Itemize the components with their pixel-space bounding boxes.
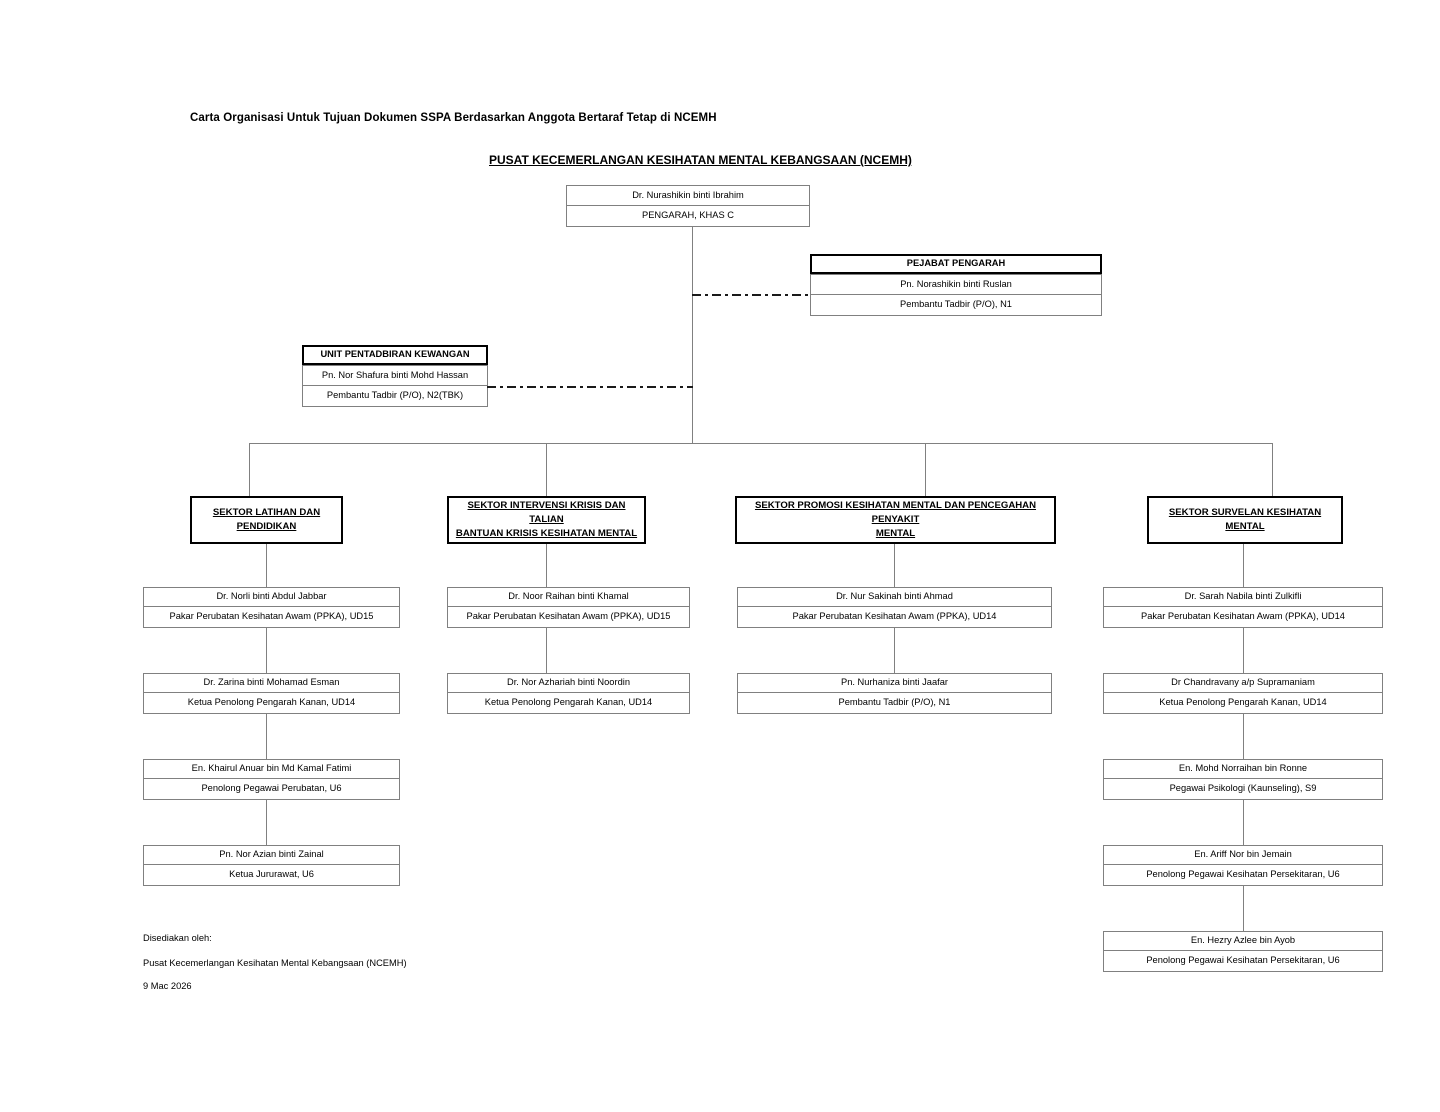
sector-title-line: PENDIDIKAN	[236, 521, 297, 532]
node-staff: Dr. Nor Azhariah binti Noordin Ketua Pen…	[447, 673, 690, 714]
connector-staff2-staff3	[1243, 714, 1244, 760]
connector-staff3-staff4	[266, 800, 267, 846]
connector-staff1-staff2	[546, 628, 547, 674]
director-name: Dr. Nurashikin binti Ibrahim	[566, 185, 810, 206]
staff-name: Pn. Nurhaniza binti Jaafar	[737, 673, 1052, 693]
node-staff: Pn. Nurhaniza binti Jaafar Pembantu Tadb…	[737, 673, 1052, 714]
sector-title-line: MENTAL	[875, 527, 916, 539]
staff-position: Pakar Perubatan Kesihatan Awam (PPKA), U…	[143, 607, 400, 628]
footer-organisation: Pusat Kecemerlangan Kesihatan Mental Keb…	[143, 958, 407, 968]
node-staff: Dr. Sarah Nabila binti Zulkifli Pakar Pe…	[1103, 587, 1383, 628]
director-office-header: PEJABAT PENGARAH	[810, 254, 1102, 274]
staff-position: Pakar Perubatan Kesihatan Awam (PPKA), U…	[737, 607, 1052, 628]
staff-name: En. Mohd Norraihan bin Ronne	[1103, 759, 1383, 779]
sector-title-line: SEKTOR LATIHAN DAN	[212, 507, 321, 519]
staff-position: Ketua Penolong Pengarah Kanan, UD14	[143, 693, 400, 714]
connector-sector1-to-staff1	[266, 544, 267, 588]
footer-prepared-label: Disediakan oleh:	[143, 933, 212, 943]
node-staff: En. Hezry Azlee bin Ayob Penolong Pegawa…	[1103, 931, 1383, 972]
staff-position: Pakar Perubatan Kesihatan Awam (PPKA), U…	[1103, 607, 1383, 628]
connector-sector4-to-staff1	[1243, 544, 1244, 588]
sector-title-line: SEKTOR SURVELAN KESIHATAN MENTAL	[1168, 507, 1322, 532]
connector-staff4-staff5	[1243, 886, 1244, 932]
node-staff: Dr. Norli binti Abdul Jabbar Pakar Perub…	[143, 587, 400, 628]
connector-drop-sector-1	[249, 443, 250, 496]
staff-position: Pembantu Tadbir (P/O), N1	[737, 693, 1052, 714]
page-title: Carta Organisasi Untuk Tujuan Dokumen SS…	[190, 112, 717, 124]
sector-title-line: BANTUAN KRISIS KESIHATAN MENTAL	[455, 527, 638, 539]
connector-staff3-staff4	[1243, 800, 1244, 846]
sector-header-intervensi-krisis[interactable]: SEKTOR INTERVENSI KRISIS DAN TALIAN BANT…	[447, 496, 646, 544]
node-finance-unit: UNIT PENTADBIRAN KEWANGAN Pn. Nor Shafur…	[302, 345, 488, 407]
connector-finance-unit-dashdot	[487, 386, 693, 388]
connector-director-trunk	[692, 227, 693, 444]
node-staff: Dr. Nur Sakinah binti Ahmad Pakar Peruba…	[737, 587, 1052, 628]
staff-name: Dr. Nur Sakinah binti Ahmad	[737, 587, 1052, 607]
footer-date: 9 Mac 2026	[143, 981, 192, 991]
node-staff: Pn. Nor Azian binti Zainal Ketua Jururaw…	[143, 845, 400, 886]
sector-header-promosi-pencegahan[interactable]: SEKTOR PROMOSI KESIHATAN MENTAL DAN PENC…	[735, 496, 1056, 544]
staff-position: Ketua Penolong Pengarah Kanan, UD14	[447, 693, 690, 714]
node-director: Dr. Nurashikin binti Ibrahim PENGARAH, K…	[566, 185, 810, 227]
staff-name: En. Khairul Anuar bin Md Kamal Fatimi	[143, 759, 400, 779]
staff-position: Ketua Jururawat, U6	[143, 865, 400, 886]
staff-name: Dr. Nor Azhariah binti Noordin	[447, 673, 690, 693]
director-office-position: Pembantu Tadbir (P/O), N1	[810, 295, 1102, 316]
node-staff: En. Ariff Nor bin Jemain Penolong Pegawa…	[1103, 845, 1383, 886]
connector-staff2-staff3	[266, 714, 267, 760]
connector-sector3-to-staff1	[894, 544, 895, 588]
sector-title-line: SEKTOR INTERVENSI KRISIS DAN TALIAN	[467, 500, 626, 526]
staff-position: Ketua Penolong Pengarah Kanan, UD14	[1103, 693, 1383, 714]
staff-position: Penolong Pegawai Perubatan, U6	[143, 779, 400, 800]
staff-name: Dr. Noor Raihan binti Khamal	[447, 587, 690, 607]
node-staff: Dr Chandravany a/p Supramaniam Ketua Pen…	[1103, 673, 1383, 714]
node-staff: Dr. Noor Raihan binti Khamal Pakar Perub…	[447, 587, 690, 628]
staff-position: Pakar Perubatan Kesihatan Awam (PPKA), U…	[447, 607, 690, 628]
staff-name: Dr Chandravany a/p Supramaniam	[1103, 673, 1383, 693]
organisation-title: PUSAT KECEMERLANGAN KESIHATAN MENTAL KEB…	[489, 153, 912, 167]
sector-header-survelan[interactable]: SEKTOR SURVELAN KESIHATAN MENTAL	[1147, 496, 1343, 544]
staff-position: Penolong Pegawai Kesihatan Persekitaran,…	[1103, 865, 1383, 886]
staff-name: Dr. Sarah Nabila binti Zulkifli	[1103, 587, 1383, 607]
connector-distribution-bar	[249, 443, 1273, 444]
connector-director-office-dashdot	[692, 294, 811, 296]
sector-header-latihan-pendidikan[interactable]: SEKTOR LATIHAN DAN PENDIDIKAN	[190, 496, 343, 544]
connector-staff1-staff2	[894, 628, 895, 674]
connector-drop-sector-4	[1272, 443, 1273, 496]
director-office-name: Pn. Norashikin binti Ruslan	[810, 274, 1102, 295]
finance-unit-name: Pn. Nor Shafura binti Mohd Hassan	[302, 365, 488, 386]
node-staff: En. Mohd Norraihan bin Ronne Pegawai Psi…	[1103, 759, 1383, 800]
connector-sector2-to-staff1	[546, 544, 547, 588]
node-staff: Dr. Zarina binti Mohamad Esman Ketua Pen…	[143, 673, 400, 714]
node-director-office: PEJABAT PENGARAH Pn. Norashikin binti Ru…	[810, 254, 1102, 316]
connector-drop-sector-3	[925, 443, 926, 496]
connector-staff1-staff2	[1243, 628, 1244, 674]
node-staff: En. Khairul Anuar bin Md Kamal Fatimi Pe…	[143, 759, 400, 800]
staff-name: En. Ariff Nor bin Jemain	[1103, 845, 1383, 865]
staff-name: Pn. Nor Azian binti Zainal	[143, 845, 400, 865]
connector-staff1-staff2	[266, 628, 267, 674]
finance-unit-position: Pembantu Tadbir (P/O), N2(TBK)	[302, 386, 488, 407]
staff-name: Dr. Norli binti Abdul Jabbar	[143, 587, 400, 607]
sector-title-line: SEKTOR PROMOSI KESIHATAN MENTAL DAN PENC…	[754, 500, 1037, 526]
staff-position: Penolong Pegawai Kesihatan Persekitaran,…	[1103, 951, 1383, 972]
director-position: PENGARAH, KHAS C	[566, 206, 810, 227]
staff-name: Dr. Zarina binti Mohamad Esman	[143, 673, 400, 693]
connector-drop-sector-2	[546, 443, 547, 496]
staff-name: En. Hezry Azlee bin Ayob	[1103, 931, 1383, 951]
finance-unit-header: UNIT PENTADBIRAN KEWANGAN	[302, 345, 488, 365]
staff-position: Pegawai Psikologi (Kaunseling), S9	[1103, 779, 1383, 800]
